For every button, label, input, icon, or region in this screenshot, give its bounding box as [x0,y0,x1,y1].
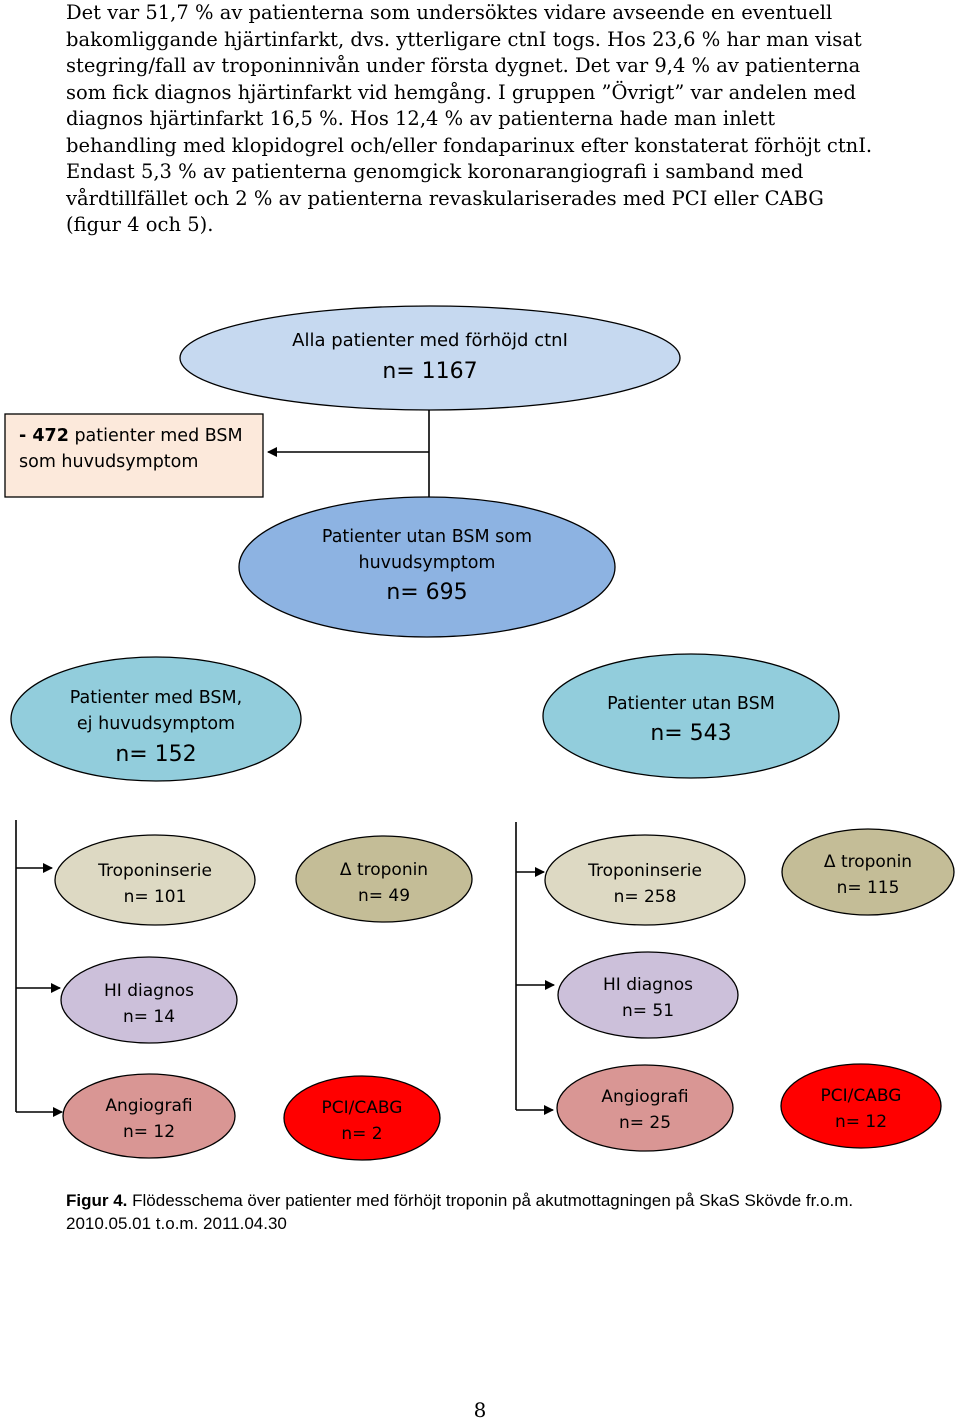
body-line: (figur 4 och 5). [66,213,214,236]
node-right-angiografi: Angiografi n= 25 [556,1064,734,1152]
node-count: n= 51 [622,1001,674,1021]
node-label: Angiografi [601,1087,688,1107]
body-line: vårdtillfället och 2 % av patienterna re… [66,186,824,210]
node-shape [10,656,302,782]
node-count: n= 25 [619,1113,671,1133]
node-shape [557,951,739,1039]
node-label: HI diagnos [603,975,693,995]
node-label: Troponinserie [587,861,702,881]
node-count: n= 695 [386,580,467,605]
node-with-bsm: Patienter med BSM, ej huvudsymptom n= 15… [10,656,302,782]
body-line: Det var 51,7 % av patienterna som unders… [66,1,833,24]
node-shape [4,413,264,498]
node-left-angiografi: Angiografi n= 12 [62,1073,236,1159]
node-shape [781,828,955,916]
node-label-line1: Patienter utan BSM [607,694,775,714]
excluded-line2: som huvudsymptom [19,452,198,472]
page-number: 8 [473,1398,487,1422]
node-count: n= 258 [614,887,677,907]
node-right-pci-cabg: PCI/CABG n= 12 [780,1063,942,1149]
node-right-hi-diagnos: HI diagnos n= 51 [557,951,739,1039]
node-count: n= 101 [124,887,187,907]
node-count: n= 49 [358,886,410,906]
node-all-patients: Alla patienter med förhöjd ctnI n= 1167 [179,305,681,411]
body-line: Endast 5,3 % av patienterna genomgick ko… [66,160,804,183]
node-label-line1: Patienter med BSM, [70,688,242,708]
body-line: bakomliggande hjärtinfarkt, dvs. ytterli… [66,27,862,51]
node-label: PCI/CABG [322,1098,403,1118]
body-line: som fick diagnos hjärtinfarkt vid hemgån… [66,80,856,104]
body-line: stegring/fall av troponinnivån under för… [66,54,861,77]
node-count: n= 12 [123,1122,175,1142]
node-shape [238,496,616,638]
node-label-line1: Patienter utan BSM som [322,527,532,547]
node-count: n= 152 [115,742,196,767]
node-left-pci-cabg: PCI/CABG n= 2 [283,1075,441,1161]
node-label: Δ troponin [340,860,428,880]
node-label: HI diagnos [104,981,194,1001]
node-shape [60,956,238,1044]
figure-caption: Figur 4. Flödesschema över patienter med… [66,1189,886,1235]
node-shape [542,653,840,779]
node-shape [62,1073,236,1159]
node-label: Alla patienter med förhöjd ctnI [292,330,568,351]
node-label-line2: huvudsymptom [359,553,496,573]
node-count: n= 115 [837,878,900,898]
figure-caption-label: Figur 4. [66,1191,128,1210]
node-label-line2: ej huvudsymptom [77,714,235,734]
node-without-bsm: Patienter utan BSM n= 543 [542,653,840,779]
node-shape [295,835,473,923]
excluded-text: patienter med BSM [69,426,243,446]
node-label: Δ troponin [824,852,912,872]
excluded-count: - 472 [19,426,69,446]
node-left-delta-troponin: Δ troponin n= 49 [295,835,473,923]
node-left-hi-diagnos: HI diagnos n= 14 [60,956,238,1044]
figure-caption-text: Flödesschema över patienter med förhöjt … [66,1191,854,1233]
excluded-line1: - 472 patienter med BSM [19,426,243,446]
node-shape [54,834,256,926]
node-shape [780,1063,942,1149]
node-label: PCI/CABG [821,1086,902,1106]
node-count: n= 14 [123,1007,175,1027]
node-right-delta-troponin: Δ troponin n= 115 [781,828,955,916]
node-left-troponinserie: Troponinserie n= 101 [54,834,256,926]
node-count: n= 12 [835,1112,887,1132]
body-line: diagnos hjärtinfarkt 16,5 %. Hos 12,4 % … [66,107,776,130]
node-count: n= 2 [341,1124,382,1144]
node-without-bsm-main: Patienter utan BSM som huvudsymptom n= 6… [238,496,616,638]
node-shape [556,1064,734,1152]
node-count: n= 543 [650,721,731,746]
node-shape [283,1075,441,1161]
node-excluded: - 472 patienter med BSM som huvudsymptom [4,413,264,498]
node-shape [179,305,681,411]
node-label: Angiografi [105,1096,192,1116]
body-line: behandling med klopidogrel och/eller fon… [66,133,873,157]
node-count: n= 1167 [382,359,477,384]
node-shape [544,834,746,926]
node-label: Troponinserie [97,861,212,881]
node-right-troponinserie: Troponinserie n= 258 [544,834,746,926]
body-paragraph: Det var 51,7 % av patienterna som unders… [66,0,906,239]
connectors [15,408,555,1117]
